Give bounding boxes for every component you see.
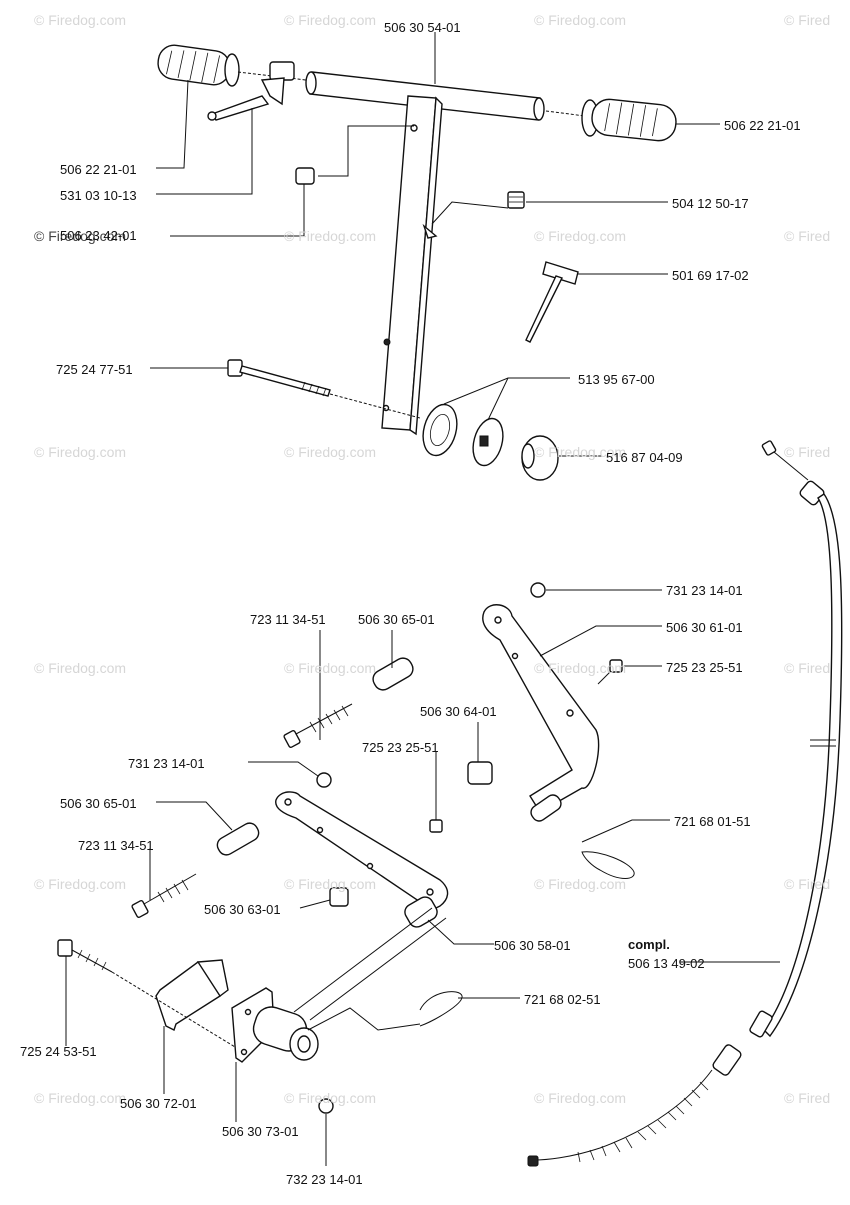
part-label-501-69-17-02: 501 69 17-02 xyxy=(672,268,749,283)
part-label-721-68-02-51: 721 68 02-51 xyxy=(524,992,601,1007)
part-label-731-23-14-01-top: 731 23 14-01 xyxy=(666,583,743,598)
nut-middle xyxy=(316,772,332,788)
r-clip xyxy=(581,851,635,879)
part-label-732-23-14-01: 732 23 14-01 xyxy=(286,1172,363,1187)
watermark: © Fired xyxy=(784,444,831,460)
watermark: © Firedog.com xyxy=(534,444,627,460)
spacer-506-30-63 xyxy=(329,887,349,907)
pivot-tube xyxy=(404,896,438,928)
grease-nipple xyxy=(507,191,525,209)
watermark: © Firedog.com xyxy=(534,228,627,244)
watermark: © Fired xyxy=(784,1090,831,1106)
pivot-assembly xyxy=(231,987,319,1063)
part-label-506-30-65-01-lower: 506 30 65-01 xyxy=(60,796,137,811)
part-label-506-23-42-01: 506 23 42-01 xyxy=(60,228,137,243)
bracket xyxy=(155,959,229,1031)
part-label-506-30-73-01: 506 30 73-01 xyxy=(222,1124,299,1139)
right-grip xyxy=(581,98,677,142)
part-label-506-30-54-01: 506 30 54-01 xyxy=(384,20,461,35)
handle-column xyxy=(381,95,443,436)
upper-plate xyxy=(482,604,600,813)
part-label-506-30-63-01: 506 30 63-01 xyxy=(204,902,281,917)
part-label-506-13-49-02: 506 13 49-02 xyxy=(628,956,705,971)
hair-pin xyxy=(419,991,463,1027)
watermark: © Firedog.com xyxy=(34,444,127,460)
handlebar-tube xyxy=(237,71,586,121)
watermark: © Firedog.com xyxy=(284,12,377,28)
nut-top xyxy=(530,582,546,598)
part-label-504-12-50-17: 504 12 50-17 xyxy=(672,196,749,211)
watermark: © Firedog.com xyxy=(534,876,627,892)
left-grip xyxy=(157,44,240,87)
part-label-725-23-25-51-middle: 725 23 25-51 xyxy=(362,740,439,755)
nut-part xyxy=(295,167,315,185)
watermark: © Firedog.com xyxy=(34,1090,127,1106)
part-label-725-24-77-51: 725 24 77-51 xyxy=(56,362,133,377)
watermark: © Firedog.com xyxy=(534,660,627,676)
brake-lever xyxy=(207,61,295,121)
part-label-723-11-34-51-top: 723 11 34-51 xyxy=(250,612,326,627)
part-label-506-30-72-01: 506 30 72-01 xyxy=(120,1096,197,1111)
watermark: © Fired xyxy=(784,876,831,892)
spacer-upper xyxy=(372,657,414,691)
part-label-506-22-21-01-right: 506 22 21-01 xyxy=(724,118,801,133)
watermark: © Firedog.com xyxy=(284,228,377,244)
part-label-731-23-14-01-middle: 731 23 14-01 xyxy=(128,756,205,771)
watermark: © Fired xyxy=(784,12,831,28)
watermark: © Firedog.com xyxy=(284,444,377,460)
throttle-cable xyxy=(527,440,843,1167)
part-label-506-22-21-01-left: 506 22 21-01 xyxy=(60,162,137,177)
leader-lines xyxy=(65,32,780,1166)
bolt-lower-left xyxy=(131,873,197,918)
watermark: © Firedog.com xyxy=(534,12,627,28)
part-label-506-30-65-01-top: 506 30 65-01 xyxy=(358,612,435,627)
bolt-upper-left xyxy=(283,703,353,748)
part-label-506-30-58-01: 506 30 58-01 xyxy=(494,938,571,953)
part-label-723-11-34-51-lower: 723 11 34-51 xyxy=(78,838,154,853)
knob xyxy=(521,435,559,481)
part-label-721-68-01-51: 721 68 01-51 xyxy=(674,814,751,829)
long-bolt-lower xyxy=(57,939,241,1051)
part-label-516-87-04-09: 516 87 04-09 xyxy=(606,450,683,465)
watermark: © Firedog.com xyxy=(284,1090,377,1106)
part-label-506-30-64-01: 506 30 64-01 xyxy=(420,704,497,719)
watermark: © Firedog.com xyxy=(534,1090,627,1106)
watermark: © Firedog.com xyxy=(34,12,127,28)
part-label-506-30-61-01: 506 30 61-01 xyxy=(666,620,743,635)
lower-plate xyxy=(275,791,449,911)
ratchet-discs xyxy=(422,403,504,467)
nut-bottom xyxy=(318,1098,334,1114)
watermark: © Firedog.com xyxy=(284,876,377,892)
watermark: © Firedog.com xyxy=(34,660,127,676)
part-label-725-24-53-51: 725 24 53-51 xyxy=(20,1044,97,1059)
watermark: © Fired xyxy=(784,660,831,676)
part-label-compl: compl. xyxy=(628,937,670,952)
part-label-513-95-67-00: 513 95 67-00 xyxy=(578,372,655,387)
watermark: © Firedog.com xyxy=(284,660,377,676)
part-label-725-23-25-51-top: 725 23 25-51 xyxy=(666,660,743,675)
screw-top-right xyxy=(597,659,623,685)
spacer-506-30-64 xyxy=(467,761,493,785)
t-handle-wrench xyxy=(525,261,579,343)
part-label-531-03-10-13: 531 03 10-13 xyxy=(60,188,137,203)
watermark: © Firedog.com xyxy=(34,228,127,244)
watermark: © Fired xyxy=(784,228,831,244)
watermark: © Firedog.com xyxy=(34,876,127,892)
pin-tube xyxy=(530,794,562,822)
spacer-lower xyxy=(216,822,260,856)
long-bolt xyxy=(227,359,421,419)
